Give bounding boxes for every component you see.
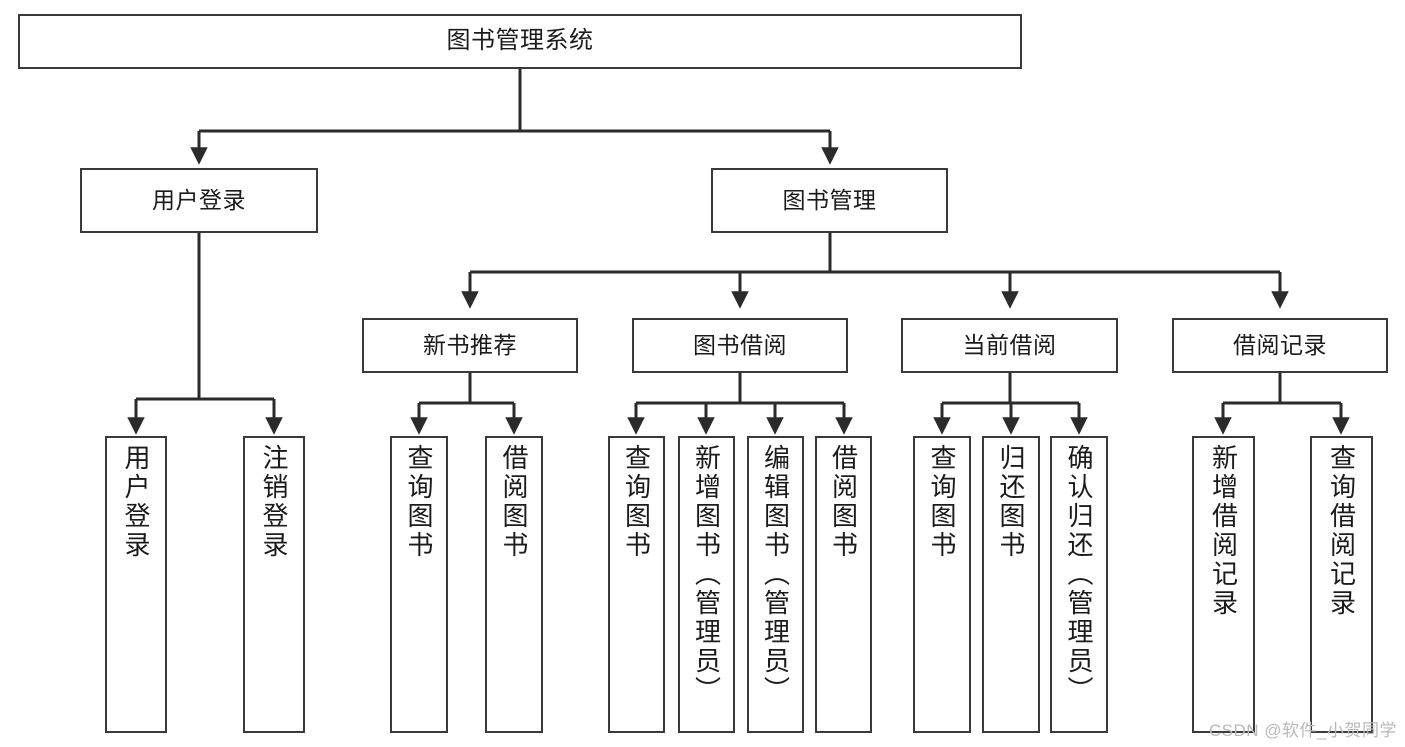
node-label: 归还图书 (996, 444, 1026, 560)
leaf-recommend-query-book[interactable]: 查询图书 (390, 436, 448, 733)
leaf-records-add-record[interactable]: 新增借阅记录 (1192, 436, 1255, 733)
node-book-borrow[interactable]: 图书借阅 (632, 318, 848, 373)
node-label: 借阅记录 (1233, 331, 1327, 358)
node-label: 图书借阅 (693, 331, 787, 358)
node-label: 编辑图书（管理员） (760, 444, 791, 705)
node-label: 新增借阅记录 (1208, 444, 1239, 618)
node-new-book-recommend[interactable]: 新书推荐 (362, 318, 578, 373)
leaf-borrow-add-book-admin[interactable]: 新增图书（管理员） (678, 436, 735, 733)
node-label: 图书管理系统 (446, 27, 594, 55)
node-borrow-records[interactable]: 借阅记录 (1172, 318, 1388, 373)
leaf-records-query-record[interactable]: 查询借阅记录 (1310, 436, 1373, 733)
node-label: 查询图书 (404, 444, 434, 560)
node-label: 查询图书 (927, 444, 957, 560)
leaf-borrow-query-book[interactable]: 查询图书 (608, 436, 665, 733)
node-label: 查询借阅记录 (1326, 444, 1357, 618)
node-label: 当前借阅 (962, 331, 1057, 358)
leaf-current-return-book[interactable]: 归还图书 (982, 436, 1040, 733)
leaf-user-login-login[interactable]: 用户登录 (105, 436, 167, 733)
node-label: 借阅图书 (499, 444, 529, 560)
node-label: 新书推荐 (423, 331, 517, 358)
node-label: 查询图书 (621, 444, 652, 560)
node-root-system[interactable]: 图书管理系统 (18, 14, 1022, 69)
node-user-login[interactable]: 用户登录 (80, 168, 318, 233)
node-label: 借阅图书 (828, 444, 859, 560)
leaf-recommend-borrow-book[interactable]: 借阅图书 (485, 436, 543, 733)
node-label: 注销登录 (259, 444, 289, 560)
node-label: 新增图书（管理员） (691, 444, 722, 705)
leaf-borrow-edit-book-admin[interactable]: 编辑图书（管理员） (747, 436, 804, 733)
leaf-borrow-borrow-book[interactable]: 借阅图书 (815, 436, 872, 733)
node-label: 图书管理 (782, 186, 877, 213)
node-current-borrow[interactable]: 当前借阅 (901, 318, 1118, 373)
node-label: 确认归还（管理员） (1064, 444, 1094, 705)
node-label: 用户登录 (152, 186, 246, 213)
node-label: 用户登录 (121, 444, 151, 560)
node-book-management[interactable]: 图书管理 (711, 168, 948, 233)
leaf-current-query-book[interactable]: 查询图书 (913, 436, 971, 733)
leaf-current-confirm-return-admin[interactable]: 确认归还（管理员） (1050, 436, 1108, 733)
leaf-user-login-logout[interactable]: 注销登录 (243, 436, 305, 733)
